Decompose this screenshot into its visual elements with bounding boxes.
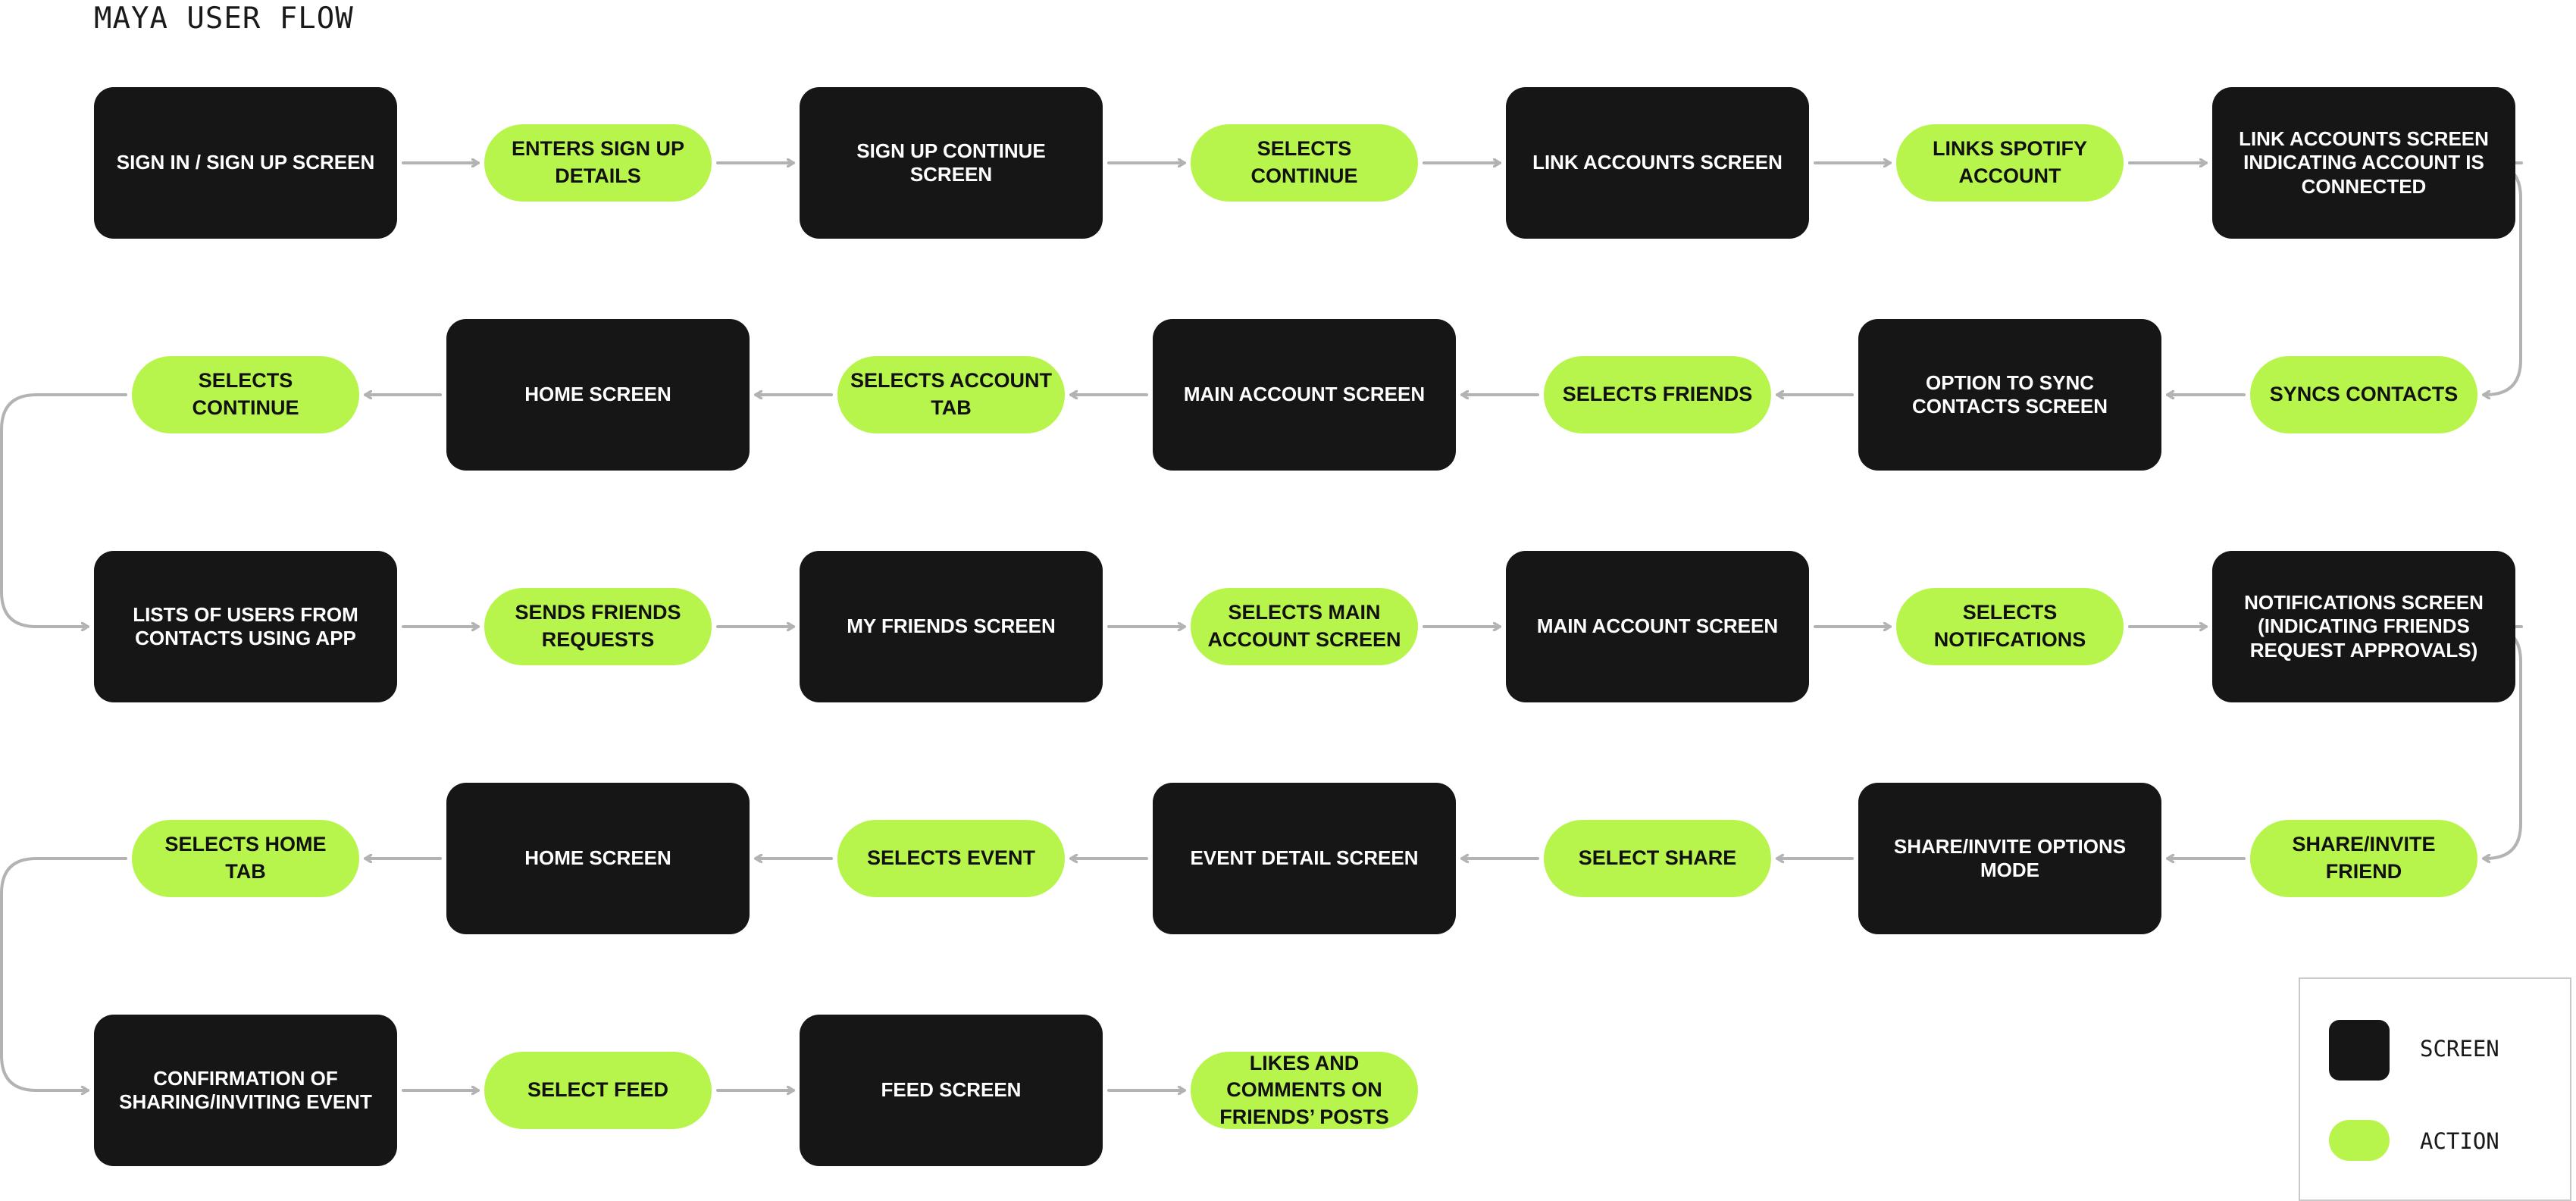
screen-node: MAIN ACCOUNT SCREEN — [1506, 551, 1809, 702]
screen-node: HOME SCREEN — [446, 319, 750, 471]
screen-node: SIGN UP CONTINUE SCREEN — [800, 87, 1103, 239]
action-node: SELECTS NOTIFCATIONS — [1896, 588, 2124, 665]
action-node: LIKES AND COMMENTS ON FRIENDS’ POSTS — [1191, 1052, 1418, 1129]
action-node: SYNCS CONTACTS — [2250, 356, 2477, 433]
legend-action-swatch — [2329, 1120, 2390, 1161]
screen-node: NOTIFICATIONS SCREEN (INDICATING FRIENDS… — [2212, 551, 2515, 702]
action-node: SELECTS HOME TAB — [132, 820, 359, 897]
screen-node: HOME SCREEN — [446, 783, 750, 934]
screen-node: CONFIRMATION OF SHARING/INVITING EVENT — [94, 1015, 397, 1166]
action-node: SELECTS CONTINUE — [132, 356, 359, 433]
screen-node: EVENT DETAIL SCREEN — [1153, 783, 1456, 934]
action-node: ENTERS SIGN UP DETAILS — [484, 124, 712, 202]
screen-node: SIGN IN / SIGN UP SCREEN — [94, 87, 397, 239]
action-node: SELECTS EVENT — [837, 820, 1065, 897]
legend-screen-swatch — [2329, 1020, 2390, 1081]
legend-action-label: ACTION — [2420, 1128, 2499, 1154]
action-node: SELECTS ACCOUNT TAB — [837, 356, 1065, 433]
turn-arrow — [0, 857, 127, 1090]
screen-node: MY FRIENDS SCREEN — [800, 551, 1103, 702]
action-node: SELECTS MAIN ACCOUNT SCREEN — [1191, 588, 1418, 665]
screen-node: MAIN ACCOUNT SCREEN — [1153, 319, 1456, 471]
screen-node: LINK ACCOUNTS SCREEN INDICATING ACCOUNT … — [2212, 87, 2515, 239]
turn-arrow — [0, 393, 127, 627]
action-node: SELECTS CONTINUE — [1191, 124, 1418, 202]
action-node: SELECT FEED — [484, 1052, 712, 1129]
diagram-title: MAYA USER FLOW — [94, 2, 354, 36]
action-node: SENDS FRIENDS REQUESTS — [484, 588, 712, 665]
screen-node: SHARE/INVITE OPTIONS MODE — [1858, 783, 2161, 934]
screen-node: LINK ACCOUNTS SCREEN — [1506, 87, 1809, 239]
action-node: LINKS SPOTIFY ACCOUNT — [1896, 124, 2124, 202]
legend-screen-label: SCREEN — [2420, 1036, 2499, 1062]
legend: SCREEN ACTION — [2299, 977, 2571, 1201]
screen-node: LISTS OF USERS FROM CONTACTS USING APP — [94, 551, 397, 702]
action-node: SELECTS FRIENDS — [1544, 356, 1771, 433]
screen-node: FEED SCREEN — [800, 1015, 1103, 1166]
action-node: SELECT SHARE — [1544, 820, 1771, 897]
action-node: SHARE/INVITE FRIEND — [2250, 820, 2477, 897]
screen-node: OPTION TO SYNC CONTACTS SCREEN — [1858, 319, 2161, 471]
